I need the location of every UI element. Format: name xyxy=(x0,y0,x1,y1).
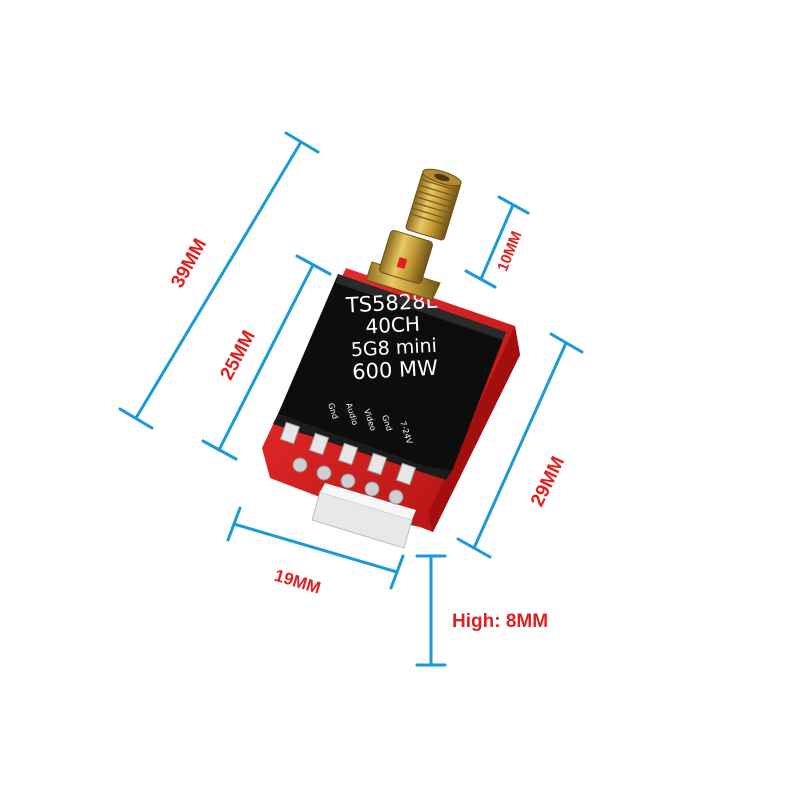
header-pads xyxy=(292,457,404,505)
module-band-text: 5G8 mini xyxy=(350,335,437,361)
label-19mm: 19MM xyxy=(272,566,323,598)
label-25mm: 25MM xyxy=(216,327,259,383)
vtx-module: TS5828L 40CH 5G8 mini 600 MW Gnd Audio V… xyxy=(262,168,520,549)
label-39mm: 39MM xyxy=(167,235,211,291)
header-pins xyxy=(279,421,417,486)
module-channel-text: 40CH xyxy=(365,312,421,339)
label-29mm: 29MM xyxy=(527,453,569,510)
dimension-line-39mm xyxy=(118,131,320,430)
dimension-line-height xyxy=(415,554,447,667)
dimension-line-25mm xyxy=(201,254,332,461)
dimension-line-19mm xyxy=(226,506,405,590)
sma-antenna-connector xyxy=(365,168,462,301)
label-height: High: 8MM xyxy=(452,611,548,632)
module-power-text: 600 MW xyxy=(352,356,439,384)
dimension-line-10mm xyxy=(464,195,530,289)
dimension-line-29mm xyxy=(456,332,584,559)
shield-can xyxy=(278,274,506,471)
